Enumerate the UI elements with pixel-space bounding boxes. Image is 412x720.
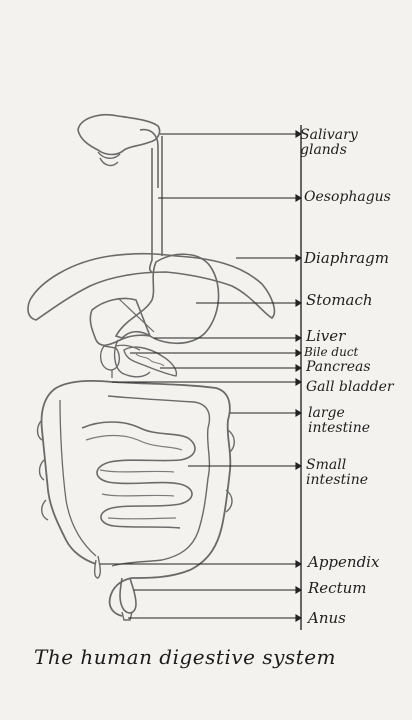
diagram-caption: The human digestive system	[34, 645, 336, 669]
label-liver: Liver	[306, 327, 346, 345]
arrowhead-small-intestine	[295, 462, 303, 470]
arrowhead-stomach	[295, 299, 303, 307]
label-salivary-glands: Salivary glands	[300, 127, 358, 159]
appendix-shape	[93, 555, 101, 579]
arrowhead-diaphragm	[295, 254, 303, 262]
arrowhead-oesophagus	[295, 194, 303, 202]
ascending-colon-inner	[59, 399, 97, 557]
large-intestine-shape	[40, 380, 232, 617]
rectum-shape	[119, 577, 137, 614]
label-diaphragm: Diaphragm	[304, 249, 389, 267]
salivary-gland-lower	[97, 151, 121, 167]
anus-shape	[121, 611, 133, 621]
large-intestine-bumps	[36, 419, 235, 521]
arrowhead-pancreas	[295, 364, 303, 372]
large-intestine-inner	[107, 395, 211, 567]
gall-bladder-shape	[99, 345, 121, 371]
arrowhead-anus	[295, 614, 303, 622]
arrowhead-salivary	[295, 130, 303, 138]
label-appendix: Appendix	[308, 553, 380, 571]
arrowhead-large-intestine	[295, 409, 303, 417]
arrowhead-gall-bladder	[295, 378, 303, 386]
oesophagus-shape	[148, 136, 163, 273]
label-anus: Anus	[308, 609, 346, 627]
liver-shape	[89, 297, 152, 347]
arrowhead-bile-duct	[295, 349, 303, 357]
duodenum-shape	[113, 339, 151, 378]
small-intestine-shape-inner	[85, 434, 183, 520]
pancreas-shape	[123, 346, 178, 377]
label-small-intestine: Small intestine	[306, 457, 368, 489]
label-stomach: Stomach	[306, 291, 373, 309]
pharynx-shape	[139, 128, 159, 188]
small-intestine-shape	[81, 421, 196, 529]
arrowhead-appendix	[295, 560, 303, 568]
label-rectum: Rectum	[308, 579, 367, 597]
label-large-intestine: large intestine	[308, 405, 370, 437]
pancreas-texture	[135, 353, 165, 367]
label-gall-bladder: Gall bladder	[306, 379, 394, 395]
label-oesophagus: Oesophagus	[304, 189, 391, 205]
liver-inner-line	[117, 297, 155, 333]
arrowhead-rectum	[295, 586, 303, 594]
label-bile-duct: Bile duct	[304, 345, 359, 359]
label-pancreas: Pancreas	[306, 359, 371, 375]
arrowhead-liver	[295, 334, 303, 342]
salivary-gland-shape	[77, 114, 161, 156]
bile-duct-shape	[111, 344, 141, 378]
diaphragm-shape	[27, 252, 276, 321]
